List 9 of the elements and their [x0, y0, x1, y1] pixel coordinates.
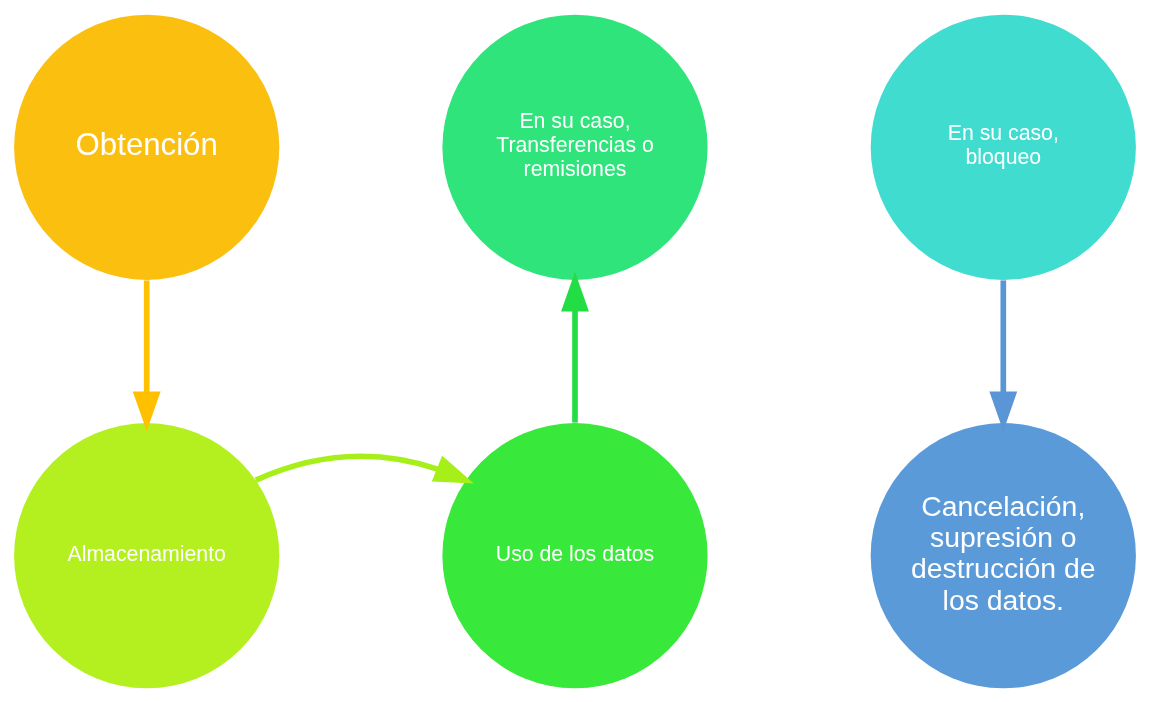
- node-circle: En su caso, Transferencias o remisiones: [442, 14, 708, 280]
- arrow: [254, 452, 474, 483]
- arrow: [561, 271, 589, 423]
- node-circle: Cancelación, supresión o destrucción de los datos.: [870, 422, 1136, 688]
- node-circle: Almacenamiento: [14, 422, 280, 688]
- node-circle: En su caso, bloqueo: [870, 14, 1136, 280]
- arrow: [132, 279, 161, 431]
- node-circle: Obtención: [14, 14, 280, 280]
- node-circle: Uso de los datos: [442, 422, 708, 688]
